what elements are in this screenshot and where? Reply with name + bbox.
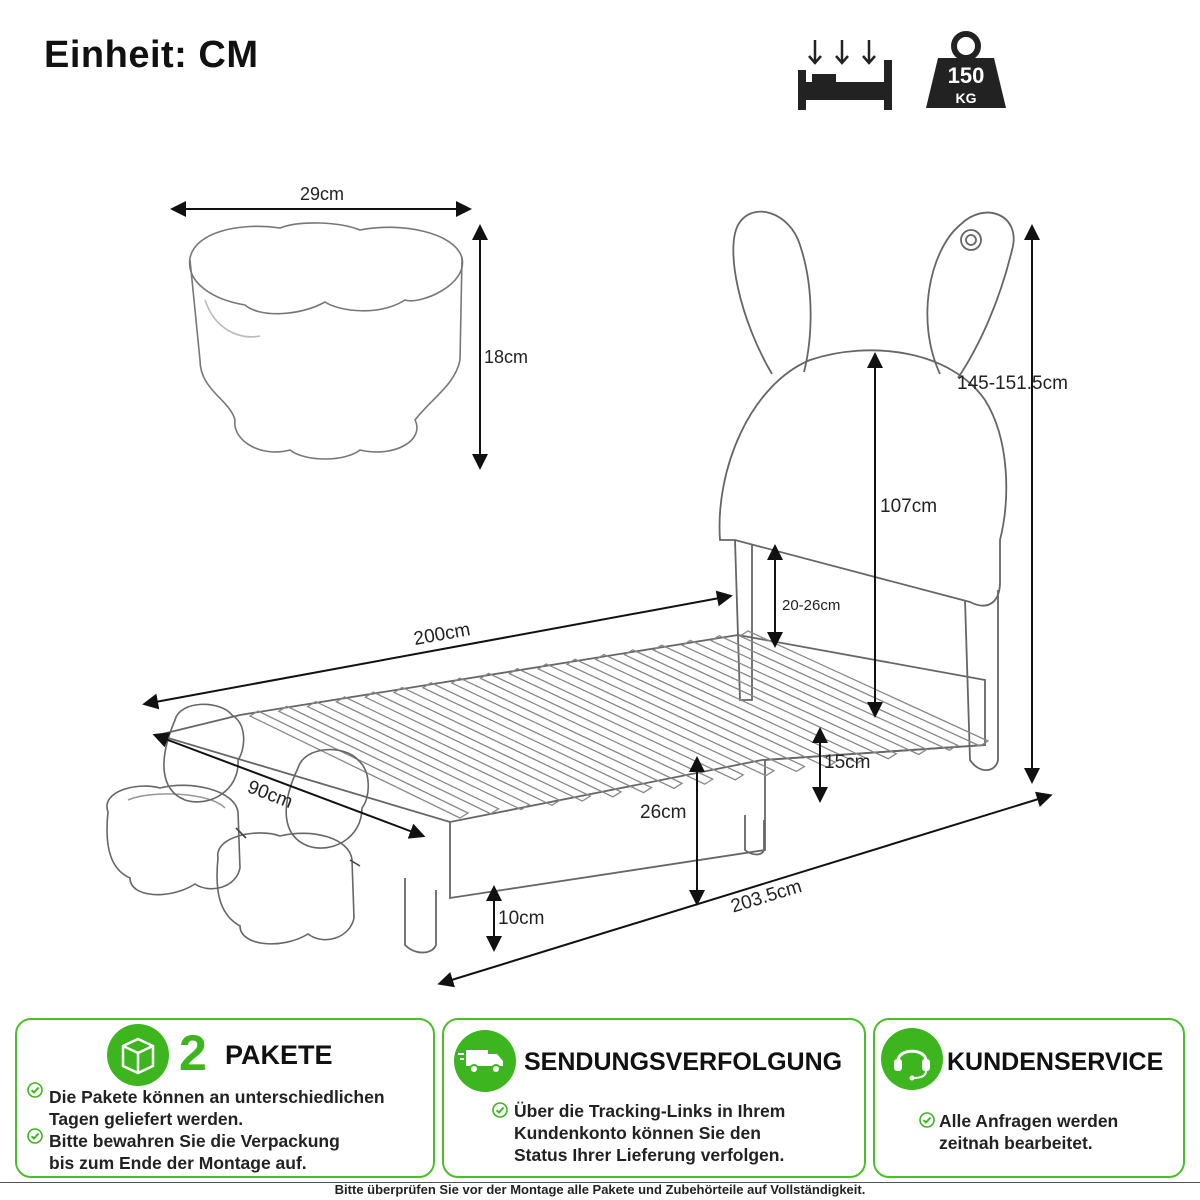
packages-bullet-1-line-1: Die Pakete können an unterschiedlichen bbox=[49, 1087, 385, 1107]
check-icon bbox=[919, 1112, 935, 1128]
check-icon bbox=[27, 1082, 43, 1098]
dim-stool-to-bed: 90cm bbox=[245, 777, 296, 813]
bed-slat bbox=[738, 630, 990, 747]
bed-slat bbox=[450, 677, 684, 790]
service-bullet-line-2: zeitnah bearbeitet. bbox=[939, 1133, 1093, 1153]
tracking-title: SENDUNGSVERFOLGUNG bbox=[524, 1048, 843, 1076]
bed-slat bbox=[652, 644, 898, 760]
delivery-truck-icon bbox=[454, 1030, 516, 1092]
dim-headboard-height: 107cm bbox=[880, 496, 937, 517]
package-icon bbox=[107, 1024, 169, 1086]
panel-packages: 2 PAKETE Die Pakete können an unterschie… bbox=[15, 1018, 435, 1178]
footer-divider bbox=[0, 1182, 1200, 1183]
tracking-bullet-line-2: Kundenkonto können Sie den bbox=[514, 1123, 761, 1143]
bed-slat bbox=[623, 649, 868, 764]
dim-stool-height: 18cm bbox=[484, 347, 528, 367]
dim-stool-width: 29cm bbox=[300, 184, 344, 204]
dim-headboard-gap: 20-26cm bbox=[782, 597, 840, 614]
bed-slat bbox=[421, 682, 653, 794]
service-title: KUNDENSERVICE bbox=[947, 1048, 1164, 1076]
unit-title: Einheit: CM bbox=[44, 34, 259, 76]
panel-tracking: SENDUNGSVERFOLGUNG Über die Tracking-Lin… bbox=[442, 1018, 866, 1178]
bed-slat bbox=[479, 672, 715, 785]
bed-slat bbox=[392, 686, 623, 798]
bed-slats bbox=[248, 630, 990, 819]
dim-frame-height: 15cm bbox=[824, 752, 870, 773]
bed-slat bbox=[363, 691, 592, 802]
panel-service: KUNDENSERVICE Alle Anfragen werden zeitn… bbox=[873, 1018, 1185, 1178]
headboard-drawing bbox=[718, 210, 1015, 772]
bed-slat bbox=[277, 705, 500, 815]
tracking-bullet-line-3: Status Ihrer Lieferung verfolgen. bbox=[514, 1145, 785, 1165]
packages-bullet-1-line-2: Tagen geliefert werden. bbox=[49, 1109, 244, 1129]
packages-bullet-2-line-2: bis zum Ende der Montage auf. bbox=[49, 1153, 307, 1173]
check-icon bbox=[492, 1102, 508, 1118]
dim-leg-height: 10cm bbox=[498, 908, 544, 929]
open-stools-drawing bbox=[106, 703, 370, 945]
service-bullet-line-1: Alle Anfragen werden bbox=[939, 1111, 1119, 1131]
check-icon bbox=[27, 1128, 43, 1144]
weight-unit: KG bbox=[956, 90, 977, 106]
weight-icon: 150 KG bbox=[926, 31, 1006, 108]
headset-icon bbox=[881, 1028, 943, 1090]
tracking-bullet-line-1: Über die Tracking-Links in Ihrem bbox=[514, 1101, 786, 1121]
packages-bullet-2-line-1: Bitte bewahren Sie die Verpackung bbox=[49, 1131, 340, 1151]
stool-drawing bbox=[188, 222, 464, 460]
dim-headboard-total-height: 145-151.5cm bbox=[957, 373, 1068, 394]
dimension-lines bbox=[142, 224, 1053, 988]
weight-value: 150 bbox=[948, 63, 985, 88]
bed-load-icon bbox=[798, 40, 892, 110]
bed-slat bbox=[335, 696, 562, 807]
bed-diagram: 150 KG bbox=[106, 31, 1068, 988]
bed-slat bbox=[306, 700, 531, 811]
dim-total-height-side: 26cm bbox=[640, 802, 686, 823]
packages-title: PAKETE bbox=[225, 1040, 333, 1070]
packages-number: 2 bbox=[179, 1025, 207, 1081]
footer-note: Bitte überprüfen Sie vor der Montage all… bbox=[334, 1182, 866, 1197]
